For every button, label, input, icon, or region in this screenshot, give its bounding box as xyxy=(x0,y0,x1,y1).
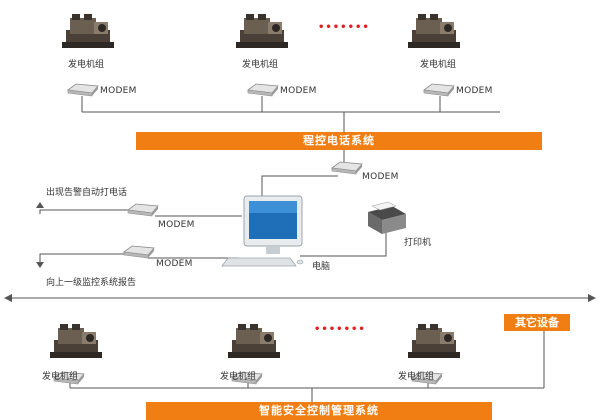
generator-icon xyxy=(62,14,114,48)
generator-label: 发电机组 xyxy=(420,60,457,70)
modem-label: MODEM xyxy=(456,86,493,96)
other-equipment-tag: 其它设备 xyxy=(504,314,570,331)
printer-label: 打印机 xyxy=(404,238,432,248)
modem-icon xyxy=(331,161,363,175)
modem-icon xyxy=(127,203,159,217)
modem-label: MODEM xyxy=(362,172,399,182)
generator-label: 发电机组 xyxy=(42,372,79,382)
computer-icon xyxy=(221,195,304,267)
alarm-dial-label: 出现告警自动打电话 xyxy=(46,188,128,198)
modem-icon xyxy=(247,83,279,97)
modem-icon xyxy=(423,83,455,97)
generator-label: 发电机组 xyxy=(220,372,257,382)
generator-icon xyxy=(228,324,280,358)
ellipsis-dots: ••••••• xyxy=(314,324,366,335)
modem-label: MODEM xyxy=(280,86,317,96)
computer-label: 电脑 xyxy=(312,262,331,272)
generator-icon xyxy=(50,324,102,358)
report-upper-label: 向上一级监控系统报告 xyxy=(46,278,137,288)
generator-icon xyxy=(236,14,288,48)
modem-label: MODEM xyxy=(100,86,137,96)
generator-label: 发电机组 xyxy=(242,60,279,70)
generator-label: 发电机组 xyxy=(398,372,435,382)
safety-system-bar: 智能安全控制管理系统 xyxy=(146,402,492,420)
telephone-system-bar: 程控电话系统 xyxy=(136,132,542,150)
generator-icon xyxy=(408,14,460,48)
ellipsis-dots: ••••••• xyxy=(318,22,370,33)
modem-label: MODEM xyxy=(158,220,195,230)
generator-label: 发电机组 xyxy=(68,60,105,70)
modem-icon xyxy=(67,83,99,97)
generator-icon xyxy=(408,324,460,358)
modem-icon xyxy=(123,245,155,259)
modem-label: MODEM xyxy=(156,259,193,269)
printer-icon xyxy=(368,201,406,234)
